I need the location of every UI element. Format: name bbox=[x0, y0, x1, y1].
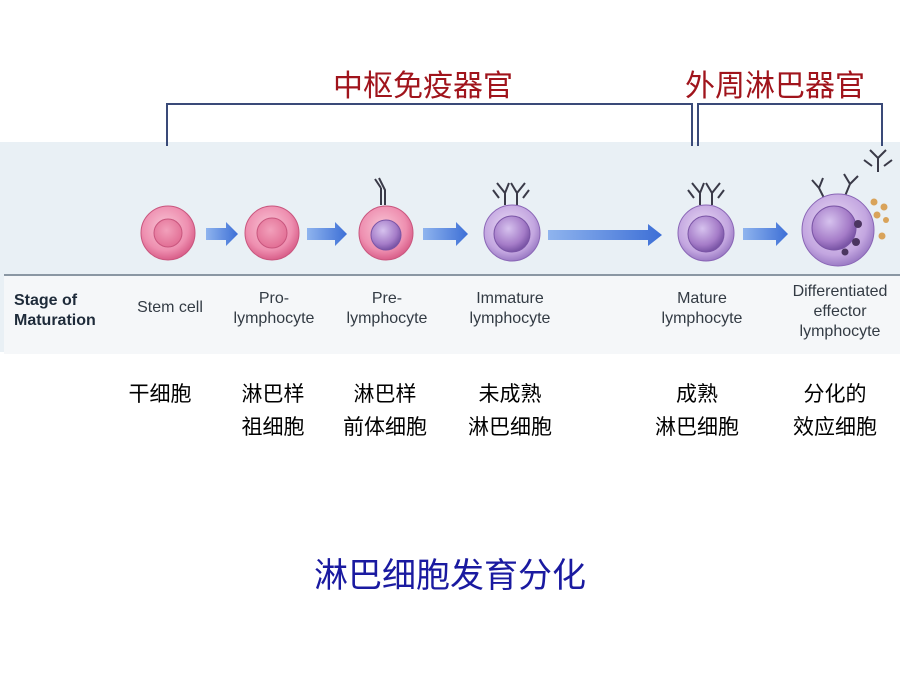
stage-name-line: lymphocyte bbox=[661, 310, 743, 327]
stage-name-line: Differentiated bbox=[792, 283, 888, 300]
effector-lymphocyte-cell bbox=[801, 173, 875, 267]
stage-name-differentiated-effector-lymphocyte: Differentiated effector lymphocyte bbox=[780, 282, 900, 342]
cn-name-line: 淋巴细胞 bbox=[468, 415, 552, 439]
cn-name-pro-lymphocyte: 淋巴样 祖细胞 bbox=[213, 378, 333, 444]
stage-name-line: Immature bbox=[476, 290, 544, 307]
stage-name-pro-lymphocyte: Pro- lymphocyte bbox=[214, 289, 334, 329]
central-organ-bracket bbox=[166, 103, 693, 146]
stage-name-mature-lymphocyte: Mature lymphocyte bbox=[642, 289, 762, 329]
cn-name-line: 效应细胞 bbox=[793, 415, 877, 439]
stage-name-line: lymphocyte bbox=[799, 323, 881, 340]
stage-name-line: lymphocyte bbox=[346, 310, 428, 327]
stage-name-line: effector bbox=[813, 303, 867, 320]
stage-strip bbox=[4, 274, 900, 354]
stage-name-line: Pro- bbox=[258, 290, 290, 307]
cn-name-line: 前体细胞 bbox=[343, 415, 427, 439]
stage-name-line: Stem cell bbox=[137, 299, 203, 316]
stage-name-stem-cell: Stem cell bbox=[110, 298, 230, 318]
cn-name-line: 未成熟 bbox=[478, 382, 542, 406]
arrow-pro-to-pre bbox=[307, 222, 347, 246]
arrow-immature-to-mature bbox=[548, 224, 662, 246]
cn-name-stem-cell: 干细胞 bbox=[100, 378, 220, 411]
cn-name-immature-lymphocyte: 未成熟 淋巴细胞 bbox=[450, 378, 570, 444]
mature-lymphocyte-cell bbox=[677, 182, 735, 262]
pro-lymphocyte-cell bbox=[244, 205, 300, 261]
arrow-pre-to-immature bbox=[423, 222, 468, 246]
pre-lymphocyte-cell bbox=[358, 177, 414, 261]
arrow-stem-to-pro bbox=[206, 222, 238, 246]
stage-name-line: Pre- bbox=[371, 290, 403, 307]
cn-name-line: 淋巴样 bbox=[241, 382, 305, 406]
cn-name-line: 干细胞 bbox=[128, 382, 192, 406]
cn-name-mature-lymphocyte: 成熟 淋巴细胞 bbox=[637, 378, 757, 444]
stage-of-maturation-label: Stage of Maturation bbox=[14, 291, 96, 331]
antibody-icon bbox=[863, 149, 893, 172]
cn-name-pre-lymphocyte: 淋巴样 前体细胞 bbox=[325, 378, 445, 444]
central-lymphoid-organs-label: 中枢免疫器官 bbox=[333, 69, 513, 104]
cn-name-line: 成熟 bbox=[676, 382, 718, 406]
stage-label-line-2: Maturation bbox=[14, 312, 96, 329]
stage-name-line: lymphocyte bbox=[469, 310, 551, 327]
diagram-caption: 淋巴细胞发育分化 bbox=[314, 556, 586, 596]
cn-name-line: 淋巴细胞 bbox=[655, 415, 739, 439]
stage-name-line: Mature bbox=[677, 290, 727, 307]
immature-lymphocyte-cell bbox=[483, 182, 541, 262]
stage-label-line-1: Stage of bbox=[14, 292, 78, 309]
peripheral-organ-bracket bbox=[697, 103, 883, 146]
stem-cell bbox=[140, 205, 196, 261]
secreted-granules bbox=[870, 198, 889, 240]
cn-name-line: 淋巴样 bbox=[353, 382, 417, 406]
peripheral-lymphoid-organs-label: 外周淋巴器官 bbox=[685, 69, 865, 104]
cn-name-differentiated-effector: 分化的 效应细胞 bbox=[775, 378, 895, 444]
stage-name-immature-lymphocyte: Immature lymphocyte bbox=[450, 289, 570, 329]
arrow-mature-to-effector bbox=[743, 222, 788, 246]
cn-name-line: 分化的 bbox=[803, 382, 867, 406]
cn-name-line: 祖细胞 bbox=[241, 415, 305, 439]
stage-name-line: lymphocyte bbox=[233, 310, 315, 327]
stage-name-pre-lymphocyte: Pre- lymphocyte bbox=[327, 289, 447, 329]
